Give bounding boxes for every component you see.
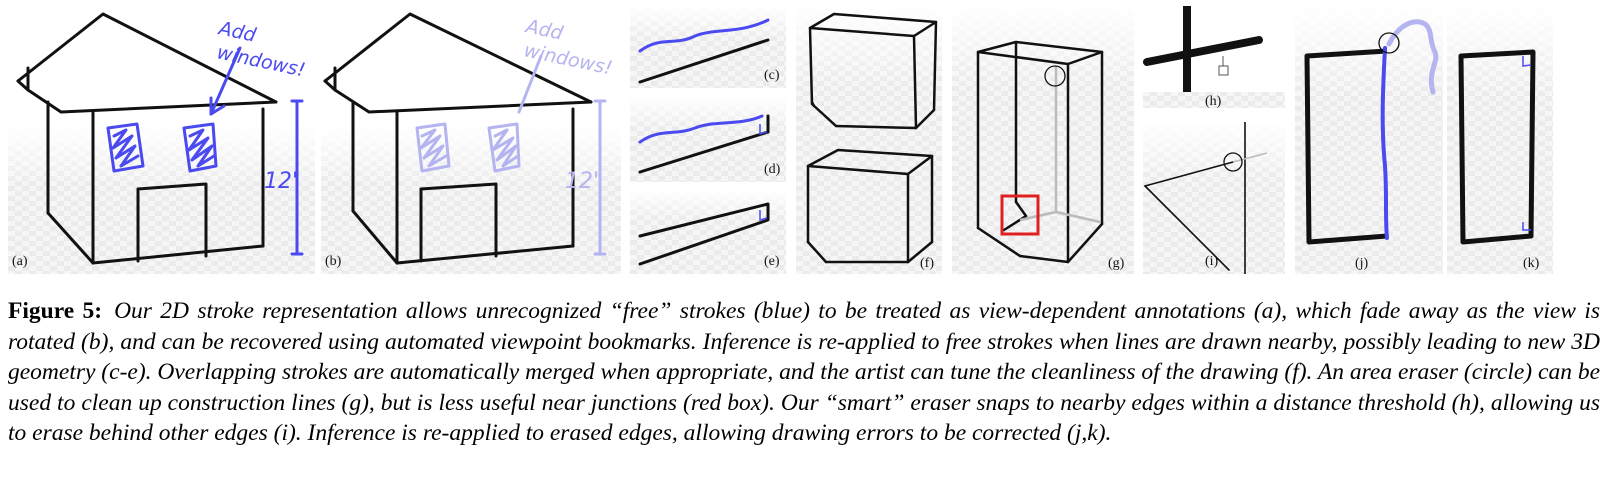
panel-a: Add windows! 12' (a) [8,6,315,274]
panel-label-g: (g) [1108,256,1125,271]
panel-label-e: (e) [764,254,780,269]
house-rotated-drawing: Add windows! 12' [321,12,621,274]
annotation-dimension: 12' [264,169,298,194]
panel-label-d: (d) [764,162,781,177]
erase-and-redraw [1295,6,1443,274]
erase-behind-edges [1143,122,1285,274]
caption-text: Our 2D stroke representation allows unre… [8,298,1600,446]
panel-b: Add windows! 12' (b) [321,6,621,274]
panel-label-c: (c) [764,68,780,83]
house-annotated-drawing: Add windows! 12' [8,12,315,274]
area-eraser-box [952,6,1134,274]
panel-label-h: (h) [1205,94,1222,108]
figure-caption: Figure 5:Our 2D stroke representation al… [8,296,1600,449]
panel-label-j: (j) [1355,256,1369,271]
junction-red-box [1000,194,1040,236]
panel-label-b: (b) [325,254,342,269]
panel-f: (f) [796,6,942,274]
cube-cleanliness [796,6,942,274]
panel-j: (j) [1295,6,1443,274]
panel-g: (g) [952,6,1134,274]
smart-eraser-snap [1143,6,1285,108]
panel-label-k: (k) [1523,256,1540,271]
figure-5: Add windows! 12' (a) [8,6,1553,274]
panel-i: (i) [1143,122,1285,274]
corrected-result [1447,6,1553,274]
eraser-circle [1044,65,1066,87]
panel-label-i: (i) [1205,254,1219,269]
panel-label-f: (f) [920,256,934,271]
faded-annotation-dimension: 12' [565,169,599,194]
panel-d: (d) [630,96,786,182]
stroke-with-new-line [630,96,786,182]
recovered-geometry [630,190,786,274]
panel-k: (k) [1447,6,1553,274]
caption-label: Figure 5: [8,298,103,324]
panel-h: (h) [1143,6,1285,108]
free-stroke-near-line [630,6,786,88]
panel-label-a: (a) [12,254,28,269]
panel-e: (e) [630,190,786,274]
panel-c: (c) [630,6,786,88]
